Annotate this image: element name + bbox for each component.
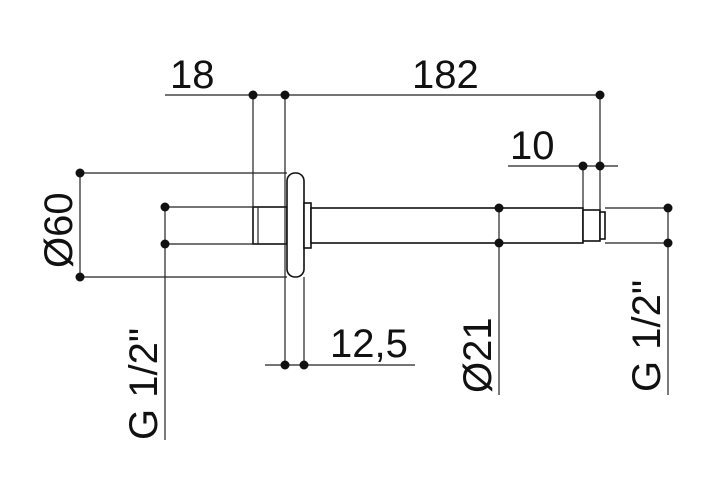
label-collar-length: 18 [170, 53, 215, 97]
label-arm-length: 182 [412, 53, 479, 97]
right-thread-end [599, 211, 606, 240]
right-tip [582, 209, 601, 242]
dimension-lines [79, 94, 669, 440]
label-flange-diameter: Ø60 [37, 192, 81, 268]
left-collar [252, 206, 288, 245]
label-tip-length: 10 [510, 124, 555, 168]
flange-hub [303, 202, 312, 249]
label-thread-left: G 1/2" [122, 328, 166, 440]
shower-arm-part [252, 172, 606, 278]
label-pipe-diameter: Ø21 [456, 317, 500, 393]
label-flange-thickness: 12,5 [330, 322, 408, 366]
main-pipe [310, 207, 584, 244]
dimension-dots [75, 90, 673, 370]
wall-flange [286, 172, 305, 278]
label-thread-right: G 1/2" [625, 280, 669, 392]
